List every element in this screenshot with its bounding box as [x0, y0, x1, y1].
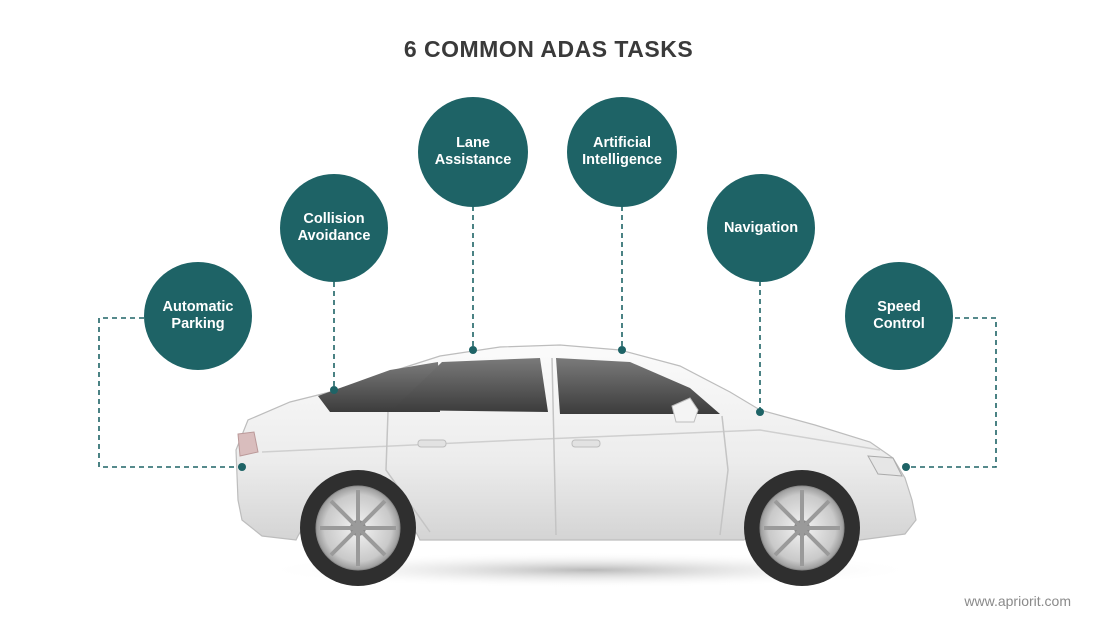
- task-automatic-parking: Automatic Parking: [144, 262, 252, 370]
- task-lane-assistance: Lane Assistance: [418, 97, 528, 207]
- connector-dot-navigation: [756, 408, 764, 416]
- door-line-mid: [551, 357, 557, 536]
- task-label: Artificial Intelligence: [582, 135, 662, 168]
- door-handle-rear: [417, 439, 447, 448]
- back-door-window: [392, 358, 548, 412]
- connector-dot-speed-control: [902, 463, 910, 471]
- door-line-rear: [385, 411, 431, 533]
- front-wheel: [744, 470, 860, 586]
- task-artificial-intelligence: Artificial Intelligence: [567, 97, 677, 207]
- connector-automatic-parking: [98, 317, 242, 468]
- door-line-front: [719, 415, 729, 536]
- task-label: Navigation: [723, 219, 799, 236]
- connector-dot-collision-avoidance: [330, 386, 338, 394]
- connector-speed-control: [906, 317, 997, 468]
- task-navigation: Navigation: [707, 174, 815, 282]
- rear-wheel: [300, 470, 416, 586]
- front-door-window: [556, 358, 720, 414]
- side-mirror: [671, 397, 699, 423]
- footer-url: www.apriorit.com: [964, 593, 1071, 609]
- diagram-title: 6 COMMON ADAS TASKS: [403, 36, 694, 62]
- connector-dot-automatic-parking: [238, 463, 246, 471]
- task-speed-control: Speed Control: [845, 262, 953, 370]
- task-collision-avoidance: Collision Avoidance: [280, 174, 388, 282]
- headlight: [867, 455, 903, 477]
- door-handle-front: [571, 439, 601, 448]
- task-label: Speed Control: [873, 299, 925, 332]
- task-label: Lane Assistance: [434, 135, 512, 168]
- connector-dot-lane-assistance: [469, 346, 477, 354]
- tail-light: [237, 431, 259, 457]
- side-crease: [261, 429, 881, 453]
- task-label: Automatic Parking: [162, 299, 234, 332]
- task-label: Collision Avoidance: [297, 211, 371, 244]
- connector-dot-artificial-intelligence: [618, 346, 626, 354]
